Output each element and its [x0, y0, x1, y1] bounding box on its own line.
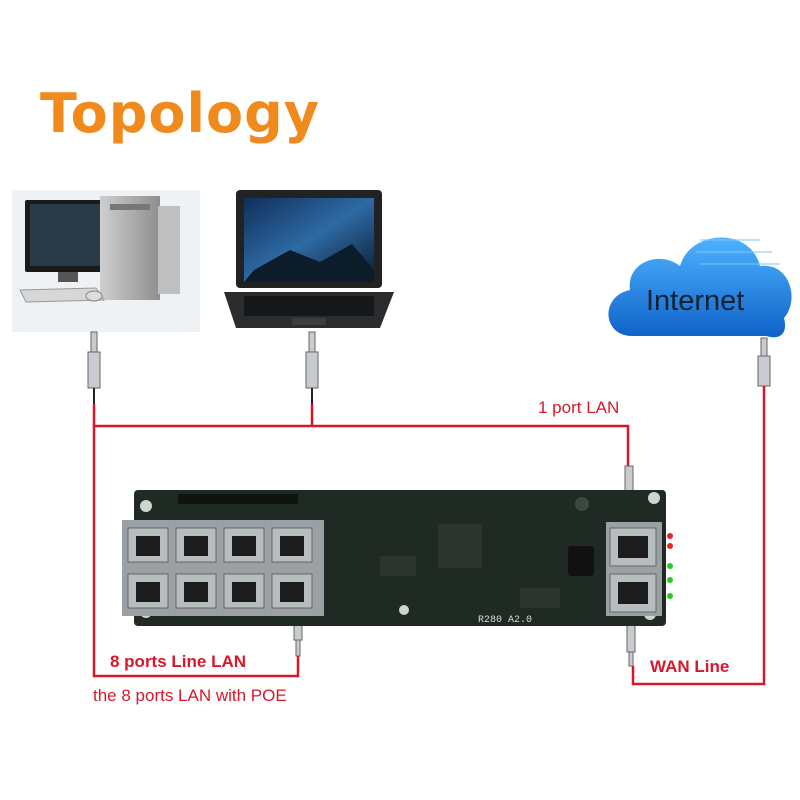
one-port-lan-label: 1 port LAN	[538, 398, 620, 417]
status-led-icon	[667, 577, 673, 583]
wan-port	[609, 573, 657, 613]
lan-port	[175, 527, 217, 563]
lan-port	[127, 573, 169, 609]
lan-port-block	[122, 520, 324, 616]
wan-line-label: WAN Line	[650, 657, 730, 676]
status-led-icon	[667, 563, 673, 569]
lan-uplink-port	[609, 527, 657, 567]
diagram-title: Topology	[40, 82, 320, 145]
eight-ports-line-lan-label: 8 ports Line LAN	[110, 652, 247, 671]
board-silkscreen: R280 A2.0	[478, 615, 532, 626]
lan-port	[127, 527, 169, 563]
ethernet-plug-icon	[757, 337, 771, 387]
lan-port	[271, 573, 313, 609]
lan-port	[175, 573, 217, 609]
ethernet-plug-icon	[87, 331, 101, 404]
connection-lines	[92, 386, 766, 686]
ethernet-plug-icon	[305, 331, 319, 404]
lan-port	[223, 527, 265, 563]
desktop-computer-icon	[12, 190, 200, 332]
laptop-icon	[224, 190, 394, 328]
status-led-icon	[667, 593, 673, 599]
internet-label: Internet	[646, 285, 745, 317]
lan-port	[223, 573, 265, 609]
internet-cloud-icon	[608, 237, 792, 338]
lan-port	[271, 527, 313, 563]
uplink-port-block	[606, 522, 673, 616]
status-led-icon	[667, 533, 673, 539]
eight-ports-poe-label: the 8 ports LAN with POE	[93, 686, 287, 705]
status-led-icon	[667, 543, 673, 549]
ethernet-plug-icon	[626, 621, 636, 667]
